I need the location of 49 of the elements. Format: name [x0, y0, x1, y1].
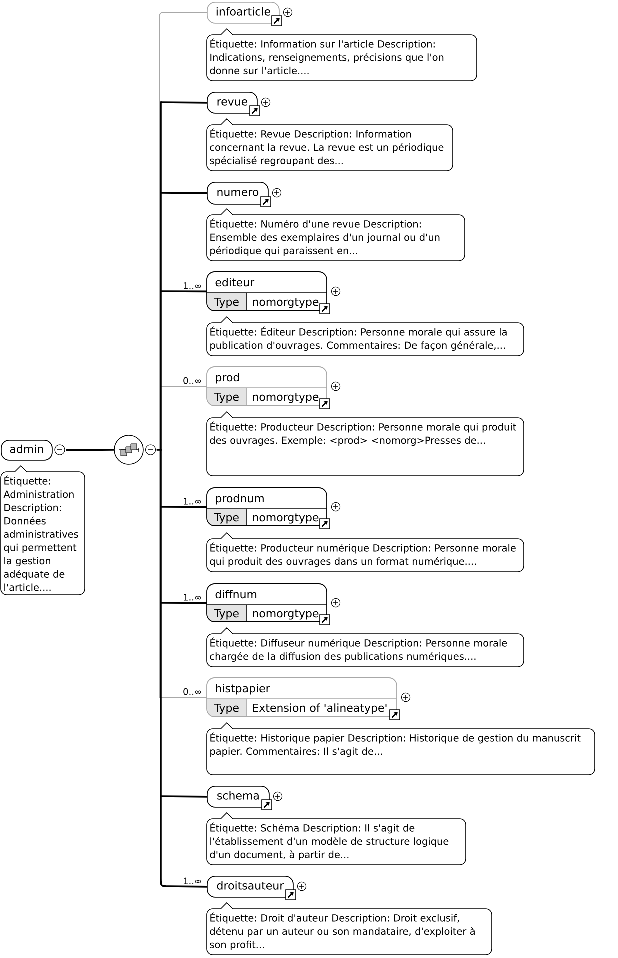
element-box: editeur Type nomorgtype	[206, 272, 328, 312]
cardinality-label: 1..∞	[182, 282, 203, 290]
annotation-callout: Étiquette: Schéma Description: Il s'agit de l'établissement d'un modèle de structure logique d'un document, à partir de...	[206, 812, 466, 866]
element-box: droitsauteur	[207, 876, 294, 898]
element-box: numero	[207, 182, 269, 205]
annotation-callout: Étiquette: Revue Description: Information concernant la revue. La revue est un périodique spécialisé regroupant des...	[206, 118, 454, 172]
connector-line	[156, 386, 208, 450]
type-name: nomorgtype	[253, 610, 319, 620]
type-cell: Type	[208, 293, 247, 310]
connector-trunk	[160, 102, 162, 878]
connector-line	[161, 102, 207, 104]
type-cell: Type	[208, 699, 247, 716]
cardinality-label: 1..∞	[182, 497, 203, 506]
annotation-callout: Étiquette: Administration Description: Données administratives qui permettent la gestion adéquate de l'article....	[0, 466, 86, 596]
element-box: histpapier Type Extension of 'alineatype'	[206, 678, 398, 718]
element-box: diffnum Type nomorgtype	[206, 584, 328, 622]
annotation-callout: Étiquette: Historique papier Description: Historique de gestion du manuscrit papier. Commentaires: Il s'agit de...	[206, 722, 596, 776]
cardinality-label: 0..∞	[182, 688, 203, 696]
connector-line	[161, 602, 207, 604]
connector-line	[161, 192, 207, 194]
element-box: schema	[207, 786, 270, 808]
type-cell: Type	[208, 605, 247, 622]
connector-line	[161, 290, 207, 293]
connector-line	[156, 450, 208, 698]
cardinality-label: 1..∞	[182, 593, 203, 602]
type-cell: Type	[208, 509, 247, 526]
connector-line	[66, 449, 114, 452]
annotation-callout: Étiquette: Producteur numérique Description: Personne morale qui produit des ouvrages dans un format numérique....	[206, 532, 524, 572]
cardinality-label: 1..∞	[182, 877, 203, 886]
element-box: prodnum Type nomorgtype	[206, 488, 328, 526]
annotation-callout: Étiquette: Éditeur Description: Personne morale qui assure la publication d'ouvrages. Commentaires: De façon générale,...	[206, 316, 524, 356]
connector-line	[156, 449, 162, 451]
connector-line	[161, 506, 207, 508]
annotation-callout: Étiquette: Numéro d'une revue Description: Ensemble des exemplaires d'un journal ou d'un périodique qui paraissent en...	[206, 208, 466, 262]
type-name: nomorgtype	[253, 393, 319, 404]
element-box: revue	[207, 92, 258, 114]
type-name: nomorgtype	[253, 298, 319, 308]
annotation-callout: Étiquette: Producteur Description: Personne morale qui produit des ouvrages. Exemple: <prod> <nomorg>Presses de...	[206, 412, 524, 476]
type-name: nomorgtype	[253, 514, 319, 524]
connector-line	[160, 878, 208, 888]
type-cell: Type	[208, 388, 247, 406]
cardinality-label: 0..∞	[182, 376, 203, 385]
annotation-callout: Étiquette: Droit d'auteur Description: Droit exclusif, détenu par un auteur ou son mandataire, d'exploiter à son profit...	[206, 902, 492, 956]
annotation-callout: Étiquette: Diffuseur numérique Description: Personne morale chargée de la diffusion des publications numériques....	[206, 628, 524, 668]
type-name: Extension of 'alineatype'	[253, 704, 387, 714]
annotation-callout: Étiquette: Information sur l'article Description: Indications, renseignements, précisions que l'on donne sur l'article....	[206, 28, 478, 82]
element-box: infoarticle	[207, 2, 280, 24]
element-box: prod Type nomorgtype	[206, 366, 328, 406]
connector-line	[161, 796, 207, 798]
